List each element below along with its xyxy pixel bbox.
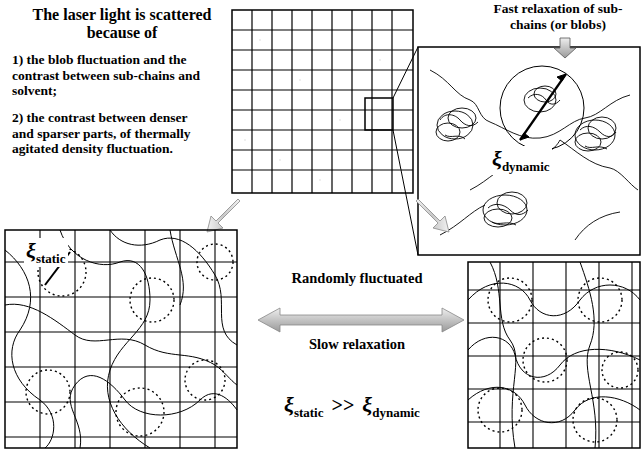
intro-heading: The laser light is scattered because of [22, 6, 222, 43]
stipple [244, 39, 401, 181]
density-fluctuation-state-a [5, 230, 237, 448]
state-arrow [207, 199, 240, 232]
symbol-group: ξstatic [24, 238, 68, 267]
zoomed-subchains [418, 47, 640, 255]
comparison-operator: >> [332, 394, 355, 416]
symbol-group: ξdynamic [490, 146, 552, 175]
process-note: Fast relaxation of sub-chains (or blobs) [476, 1, 640, 32]
xi-symbol: ξ [284, 392, 294, 417]
subscript: static [294, 405, 324, 420]
subscript: dynamic [372, 405, 420, 420]
double-arrow [258, 308, 464, 332]
transition-label: Randomly fluctuated [282, 270, 432, 287]
reason-item: 2) the contrast between denser and spars… [12, 110, 204, 157]
subscript: static [36, 251, 66, 266]
subscript: dynamic [502, 159, 550, 174]
xi-symbol: ξ [362, 392, 372, 417]
symbol-group: ξstatic>>ξdynamic [282, 392, 422, 421]
density-fluctuation-state-b [468, 262, 640, 448]
reason-item: 1) the blob fluctuation and the contrast… [12, 52, 202, 99]
xi-symbol: ξ [26, 238, 36, 263]
down-arrow [554, 38, 576, 58]
transition-label: Slow relaxation [282, 336, 432, 353]
xi-symbol: ξ [492, 146, 502, 171]
gel-network-grid [232, 10, 418, 255]
state-arrow [416, 199, 449, 232]
